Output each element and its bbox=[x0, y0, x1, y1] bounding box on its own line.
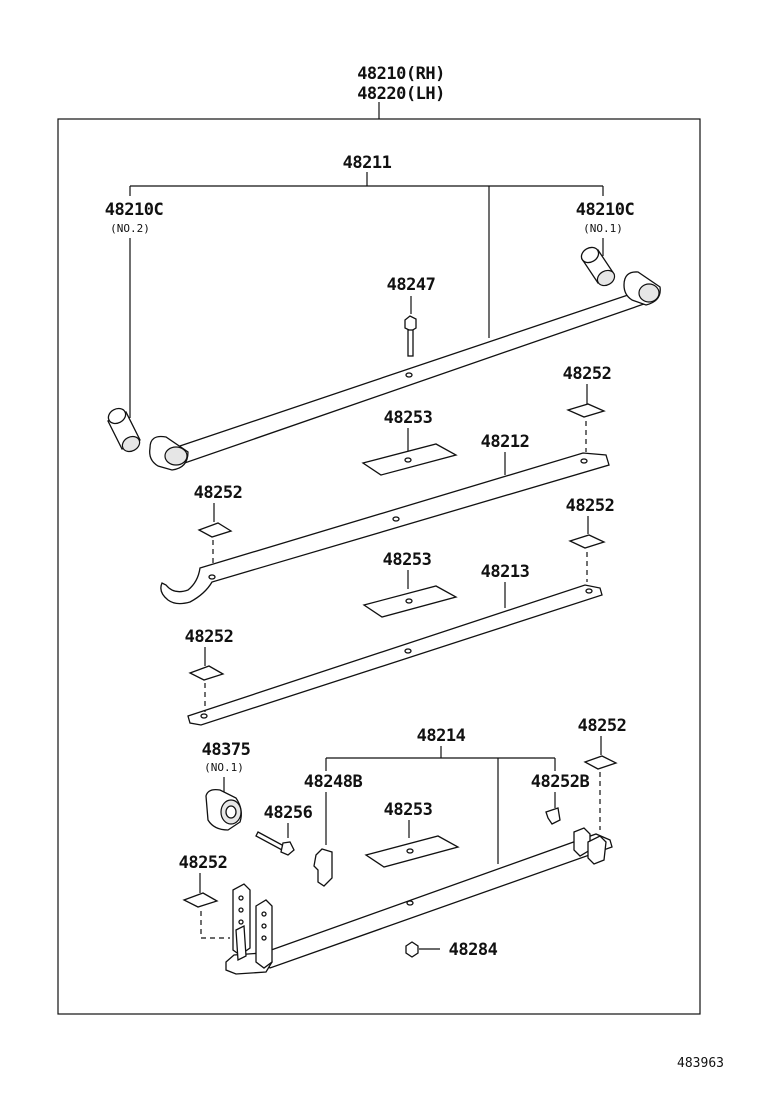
center-bolt-label: 48247 bbox=[387, 275, 436, 295]
liner-2-part bbox=[362, 585, 458, 618]
clip-bolt-label: 48256 bbox=[264, 803, 313, 823]
bushing-left-label: 48210C bbox=[105, 200, 163, 220]
clip-bolt-part bbox=[255, 831, 295, 856]
center-bolt-part bbox=[404, 315, 417, 357]
leaf-4-label: 48214 bbox=[417, 726, 466, 746]
leaf-3-part bbox=[187, 584, 603, 726]
bushing-left-part bbox=[107, 407, 141, 453]
leaf-4-part bbox=[225, 827, 613, 975]
liner-1-label: 48253 bbox=[384, 408, 433, 428]
insert-l2-part bbox=[188, 665, 225, 681]
leaf-main-part bbox=[149, 271, 661, 471]
clip-right-part bbox=[545, 807, 561, 825]
nut-part bbox=[405, 941, 419, 958]
insert-r2-label: 48252 bbox=[566, 496, 615, 516]
insert-l1-label: 48252 bbox=[194, 483, 243, 503]
leaf-4-bracket bbox=[325, 746, 556, 864]
liner-1-part bbox=[361, 443, 458, 476]
leaf-main-bracket bbox=[129, 172, 604, 338]
assembly-rh-label: 48210(RH) bbox=[357, 64, 445, 84]
bushing-lower-label: 48375 bbox=[202, 740, 251, 760]
liner-2-label: 48253 bbox=[383, 550, 432, 570]
bushing-right-label: 48210C bbox=[576, 200, 634, 220]
liner-3-label: 48253 bbox=[384, 800, 433, 820]
bushing-lower-note: (NO.1) bbox=[204, 761, 244, 774]
liner-3-part bbox=[364, 835, 460, 868]
insert-l3-label: 48252 bbox=[179, 853, 228, 873]
bushing-lower-part bbox=[205, 788, 242, 831]
insert-r1-label: 48252 bbox=[563, 364, 612, 384]
insert-r1-part bbox=[566, 403, 606, 418]
reference-number: 483963 bbox=[677, 1056, 724, 1071]
leaf-2-label: 48212 bbox=[481, 432, 530, 452]
leaf-2-part bbox=[160, 452, 610, 605]
insert-l2-label: 48252 bbox=[185, 627, 234, 647]
clip-left-part bbox=[313, 848, 333, 887]
clip-left-label: 48248B bbox=[304, 772, 363, 792]
bushing-right-note: (NO.1) bbox=[583, 222, 623, 235]
insert-r2-part bbox=[568, 534, 606, 549]
bushing-left-note: (NO.2) bbox=[110, 222, 150, 235]
nut-label: 48284 bbox=[449, 940, 498, 960]
insert-r3-part bbox=[583, 755, 618, 770]
bushing-right-part bbox=[580, 246, 616, 287]
leaf-main-label: 48211 bbox=[343, 153, 392, 173]
insert-l1-part bbox=[197, 522, 233, 538]
assembly-frame bbox=[57, 118, 701, 1015]
insert-l3-part bbox=[182, 892, 219, 908]
insert-r3-label: 48252 bbox=[578, 716, 627, 736]
assembly-lh-label: 48220(LH) bbox=[357, 84, 445, 104]
leaf-3-label: 48213 bbox=[481, 562, 530, 582]
clip-right-label: 48252B bbox=[531, 772, 590, 792]
